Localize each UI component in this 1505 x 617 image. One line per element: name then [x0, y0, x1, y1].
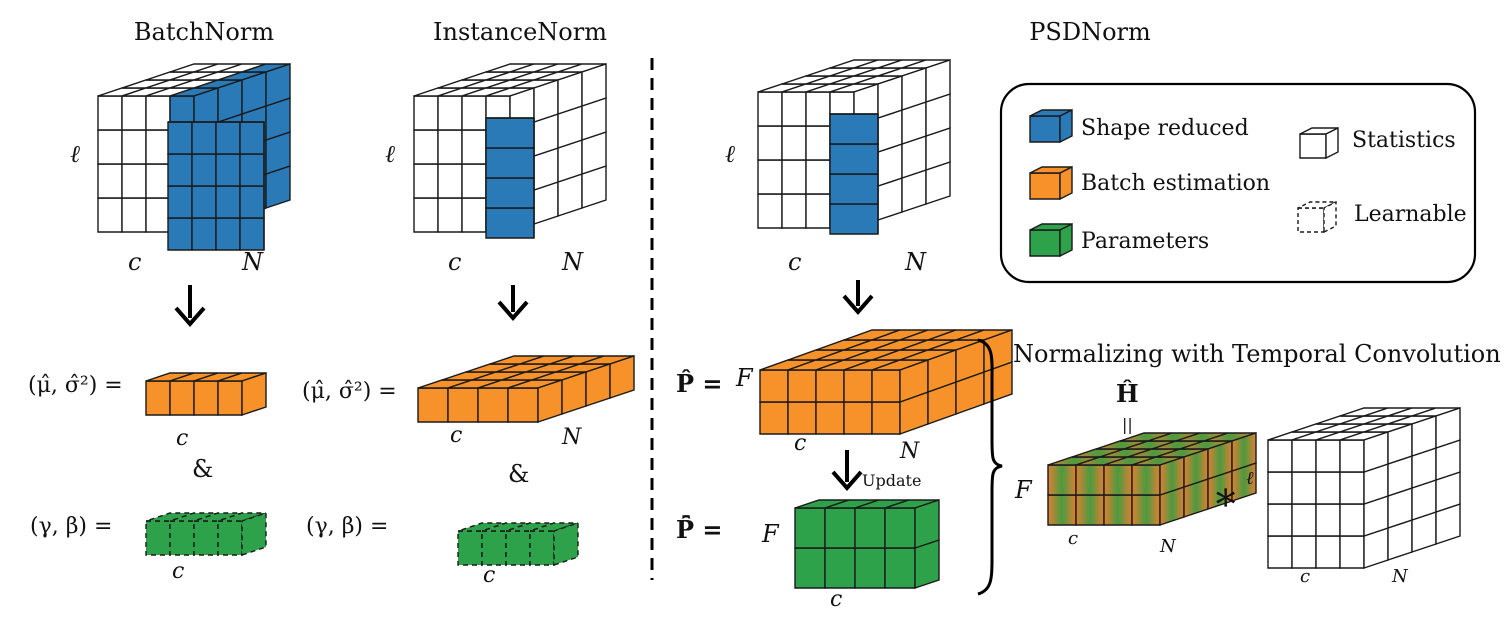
update-label: Update — [862, 471, 921, 490]
c-label-stats-instancenorm: c — [450, 423, 462, 448]
arrow-down-icon — [842, 280, 874, 316]
stats-block-batchnorm — [145, 372, 267, 416]
p-hat-formula: P̂ = — [676, 369, 723, 398]
c-label-signal: c — [1300, 566, 1310, 587]
title-psdnorm: PSDNorm — [1029, 18, 1151, 46]
ell-label-instancenorm: ℓ — [385, 140, 395, 168]
cube-psdnorm-slab — [829, 113, 879, 235]
params-formula-batchnorm: (γ, β) = — [30, 514, 112, 539]
c-label-params-batchnorm: c — [172, 559, 184, 584]
legend: Shape reduced Batch estimation Parameter… — [999, 82, 1477, 284]
stats-block-instancenorm — [417, 355, 635, 423]
legend-statistics: Statistics — [1352, 128, 1456, 153]
n-label-psdnorm: N — [904, 248, 927, 276]
p-hat-block — [759, 329, 1013, 435]
c-label-params-instancenorm: c — [483, 563, 495, 588]
temporal-convolution-title: Normalizing with Temporal Convolution — [1013, 340, 1501, 368]
params-block-batchnorm — [145, 512, 267, 556]
params-block-instancenorm — [457, 522, 579, 566]
c-label-psdnorm: c — [788, 248, 801, 276]
legend-batch-estimation-icon — [1029, 165, 1073, 201]
arrow-down-icon — [174, 285, 206, 328]
ampersand-batchnorm: & — [192, 455, 213, 483]
cube-instancenorm-slab — [485, 117, 535, 239]
n-label-batchnorm: N — [241, 248, 264, 276]
h-hat-block — [1047, 432, 1257, 526]
legend-learnable: Learnable — [1354, 202, 1467, 227]
c-label-h-hat: c — [1068, 528, 1078, 549]
n-label-stats-instancenorm: N — [561, 425, 582, 450]
f-label-p-bar-hat: F — [761, 520, 780, 548]
c-label-stats-batchnorm: c — [176, 426, 188, 451]
legend-statistics-icon — [1299, 126, 1339, 160]
n-label-signal: N — [1391, 566, 1409, 587]
stats-formula-batchnorm: (μ̂, σ̂²) = — [28, 373, 123, 398]
h-hat-label: Ĥ — [1116, 379, 1139, 408]
legend-parameters-icon — [1029, 222, 1073, 258]
title-batchnorm: BatchNorm — [134, 18, 274, 46]
title-instancenorm: InstanceNorm — [433, 18, 607, 46]
n-label-p-hat: N — [899, 439, 920, 464]
f-label-p-hat: F — [735, 364, 754, 392]
p-bar-hat-formula: P̂̄ = — [676, 515, 723, 544]
tensor-blocks — [97, 59, 1461, 589]
cube-batchnorm-slab — [167, 121, 265, 251]
p-bar-hat-block — [794, 499, 940, 589]
n-label-instancenorm: N — [561, 248, 584, 276]
c-label-p-hat: c — [794, 431, 806, 456]
c-label-instancenorm: c — [448, 248, 461, 276]
equals-vertical: || — [1122, 415, 1133, 434]
curly-brace — [977, 338, 1003, 596]
ell-label-signal: ℓ — [1246, 468, 1254, 489]
signal-cube — [1267, 407, 1461, 569]
c-label-batchnorm: c — [128, 248, 141, 276]
n-label-h-hat: N — [1159, 536, 1177, 557]
legend-parameters: Parameters — [1081, 229, 1209, 254]
legend-shape-reduced: Shape reduced — [1081, 116, 1249, 141]
legend-learnable-icon — [1297, 200, 1337, 234]
params-formula-instancenorm: (γ, β) = — [306, 514, 388, 539]
convolution-operator: ∗ — [1212, 474, 1239, 520]
ampersand-instancenorm: & — [508, 460, 529, 488]
c-label-p-bar-hat: c — [830, 587, 842, 612]
legend-frame — [999, 82, 1477, 284]
legend-batch-estimation: Batch estimation — [1081, 171, 1270, 196]
arrow-down-icon — [497, 285, 529, 322]
f-label-h-hat: F — [1014, 476, 1033, 504]
ell-label-psdnorm: ℓ — [725, 140, 735, 168]
legend-shape-reduced-icon — [1029, 108, 1073, 144]
arrow-down-icon — [831, 450, 863, 492]
stats-formula-instancenorm: (μ̂, σ̂²) = — [302, 379, 397, 404]
ell-label-batchnorm: ℓ — [70, 140, 80, 168]
